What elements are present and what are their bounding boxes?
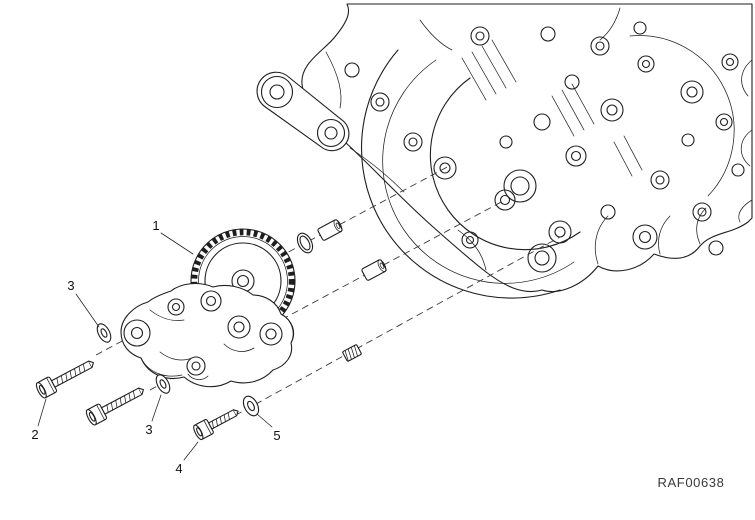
callout-5: 5: [256, 413, 281, 443]
pump-shaft-boss: [167, 298, 185, 316]
pump-mount-boss: [227, 315, 251, 339]
pump-mount-boss: [123, 319, 151, 347]
leader-line: [37, 398, 47, 427]
arm-boss-bore: [316, 118, 346, 148]
leader-line: [183, 441, 199, 461]
o-ring: [296, 232, 314, 254]
callout-2-label: 2: [31, 427, 38, 442]
callout-4: 4: [175, 441, 199, 476]
leader-line: [75, 293, 100, 328]
bolt-socket: [196, 427, 203, 437]
washer-3-lower: [155, 374, 171, 394]
callout-3-lower: 3: [145, 394, 162, 437]
callout-3-upper: 3: [67, 278, 100, 328]
bolt-tip: [138, 387, 144, 395]
leader-line: [160, 232, 194, 255]
callout-3-lower-label: 3: [145, 422, 152, 437]
leader-line: [151, 394, 162, 422]
bolt-socket: [38, 384, 46, 395]
pump-mount-boss: [200, 290, 222, 312]
dowel-bushing-2: [361, 259, 387, 281]
oil-pump-assembly: [120, 228, 296, 388]
socket-bolt-long-a: [35, 360, 94, 399]
bolt-tip: [88, 360, 94, 368]
gear-teeth: [190, 228, 296, 334]
assembly-axis-line: [149, 199, 506, 391]
callout-1-label: 1: [152, 218, 159, 233]
callout-5-label: 5: [273, 428, 280, 443]
pump-mount-boss: [259, 322, 283, 346]
socket-bolt-short: [193, 409, 239, 441]
callout-4-label: 4: [175, 461, 182, 476]
crankcase-silhouette: [301, 3, 753, 293]
washer-5: [242, 395, 260, 417]
crankcase-bores: [344, 21, 745, 273]
engine-crankcase: [256, 3, 753, 299]
bolt-socket: [88, 411, 96, 422]
reference-code: RAF00638: [658, 475, 725, 490]
pump-outlet-port: [186, 356, 206, 376]
callout-3-upper-label: 3: [67, 278, 74, 293]
mounting-arm: [256, 71, 350, 152]
casting-hatch-marks: [461, 39, 643, 177]
socket-bolt-long-b: [85, 387, 144, 426]
leader-line: [256, 413, 273, 428]
oil-pump-body: [120, 282, 295, 388]
washer-3-upper: [96, 323, 112, 343]
relief-spring-plug: [342, 344, 362, 362]
arm-boss-bore: [260, 75, 294, 109]
callout-1: 1: [152, 218, 194, 255]
assembly-axis-line: [204, 236, 561, 433]
bolt-tip: [233, 409, 239, 416]
callout-2: 2: [31, 398, 47, 442]
dowel-bushing-1: [317, 219, 343, 241]
pump-body-outline: [120, 282, 295, 388]
